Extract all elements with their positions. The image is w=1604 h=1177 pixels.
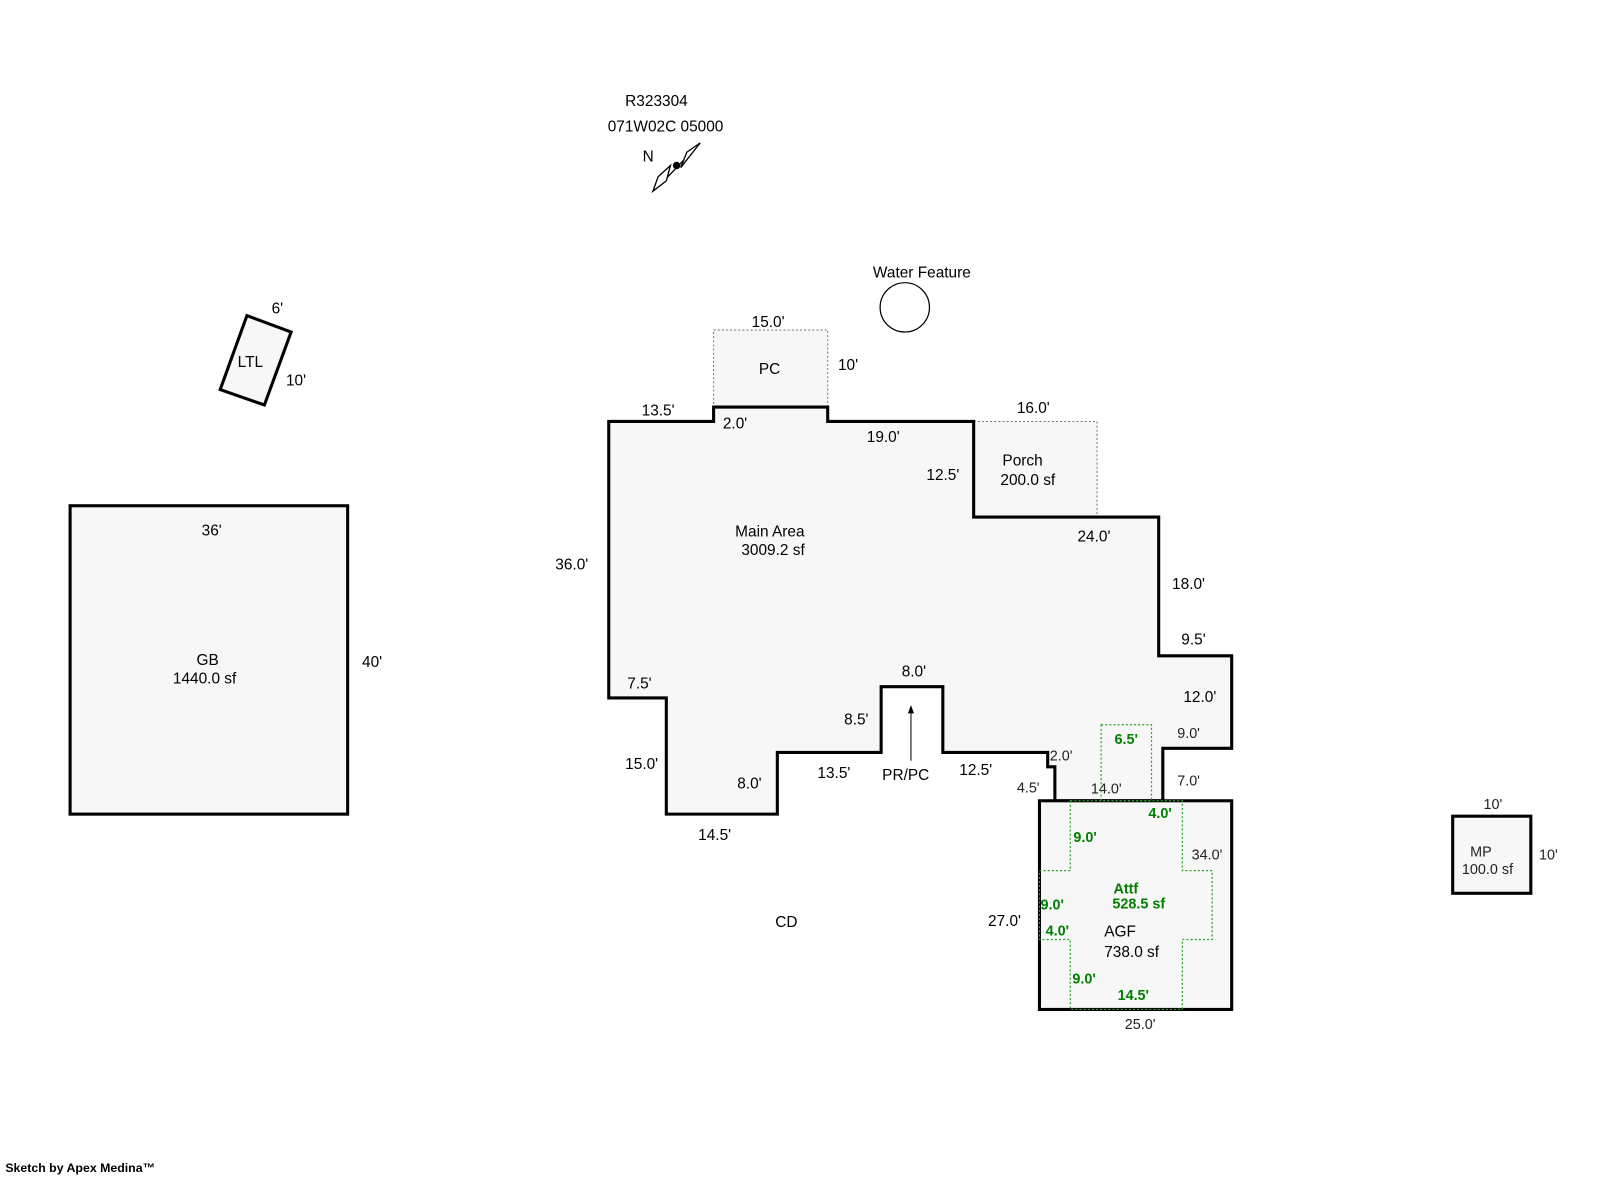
gb-dim-side: 40'	[362, 654, 382, 671]
gb-area: 1440.0 sf	[173, 671, 237, 688]
porch-dim-top: 16.0'	[1017, 400, 1050, 417]
attf-dim: 9.0'	[1040, 898, 1063, 914]
attf-extension-shape	[1100, 724, 1153, 802]
dim-label: 13.5'	[817, 765, 850, 782]
attf-label: Attf	[1113, 881, 1138, 897]
water-feature-shape	[879, 282, 931, 333]
north-arrow-icon	[651, 142, 701, 194]
dim-label: 7.5'	[627, 676, 651, 693]
gb-label: GB	[197, 652, 219, 669]
mp-area: 100.0 sf	[1462, 862, 1514, 878]
ltl-label: LTL	[238, 354, 264, 371]
attf-dim: 14.5'	[1118, 988, 1149, 1004]
agf-label: AGF	[1104, 923, 1136, 940]
prpc-label: PR/PC	[882, 767, 929, 784]
main-area-label: Main Area	[735, 524, 805, 541]
dim-label: 14.5'	[698, 827, 731, 844]
dim-label: 9.5'	[1181, 632, 1205, 649]
main-area-dimensions: 13.5' 2.0' 19.0' 12.5' 24.0' 18.0' 9.5' …	[555, 402, 1216, 844]
main-area-shape	[607, 405, 1234, 816]
porch-label: Porch	[1002, 453, 1042, 470]
attf-dim: 4.0'	[1046, 923, 1069, 939]
north-label: N	[643, 148, 654, 165]
mp-dim-side: 10'	[1539, 847, 1558, 863]
ltl-dim-top: 6'	[272, 301, 284, 318]
dim-label: 7.0'	[1177, 773, 1200, 789]
water-feature-label: Water Feature	[873, 265, 971, 282]
attf-dim: 4.0'	[1148, 806, 1171, 822]
mp-dim-top: 10'	[1484, 797, 1503, 813]
pc-dim-top: 15.0'	[752, 314, 785, 331]
pc-label: PC	[759, 361, 780, 378]
attf-dim: 9.0'	[1073, 830, 1096, 846]
dim-label: 8.0'	[902, 663, 926, 680]
entry-arrow-icon	[907, 705, 915, 761]
dim-label: 2.0'	[1050, 749, 1073, 765]
dim-label: 9.0'	[1177, 726, 1200, 742]
agf-shape	[1037, 799, 1234, 1011]
cd-label: CD	[775, 914, 797, 931]
attf-dim: 6.5'	[1114, 732, 1137, 748]
gb-shape	[68, 504, 350, 816]
agf-dim: 34.0'	[1192, 847, 1223, 863]
dim-label: 4.5'	[1017, 781, 1040, 797]
parcel-id: R323304	[625, 93, 688, 110]
dim-label: 18.0'	[1172, 576, 1205, 593]
agf-dim: 25.0'	[1125, 1017, 1156, 1033]
main-area-area: 3009.2 sf	[741, 542, 805, 559]
attf-dim: 9.0'	[1072, 972, 1095, 988]
dim-label: 8.0'	[737, 775, 761, 792]
pc-shape	[713, 329, 829, 408]
mp-shape	[1451, 814, 1533, 895]
dim-label: 24.0'	[1077, 529, 1110, 546]
dim-label: 36.0'	[555, 556, 588, 573]
dim-label: 15.0'	[625, 756, 658, 773]
dim-label: 8.5'	[844, 712, 868, 729]
agf-dim: 27.0'	[988, 913, 1021, 930]
agf-area: 738.0 sf	[1104, 944, 1160, 961]
porch-area: 200.0 sf	[1000, 472, 1056, 489]
porch-shape	[973, 420, 1098, 518]
ltl-dim-side: 10'	[286, 372, 306, 389]
map-number: 071W02C 05000	[608, 119, 724, 136]
dim-label: 19.0'	[867, 429, 900, 446]
dim-label: 14.0'	[1091, 782, 1122, 798]
dim-label: 12.0'	[1183, 689, 1216, 706]
attf-shape	[1038, 800, 1213, 1011]
dim-label: 13.5'	[642, 402, 675, 419]
ltl-shape	[218, 313, 294, 407]
pc-dim-side: 10'	[838, 357, 858, 374]
footer-credit: Sketch by Apex Medina™	[5, 1161, 155, 1175]
attf-area: 528.5 sf	[1112, 897, 1165, 913]
dim-label: 12.5'	[959, 762, 992, 779]
gb-dim-top: 36'	[202, 523, 222, 540]
mp-label: MP	[1470, 844, 1492, 860]
dim-label: 2.0'	[723, 416, 747, 433]
dim-label: 12.5'	[926, 467, 959, 484]
